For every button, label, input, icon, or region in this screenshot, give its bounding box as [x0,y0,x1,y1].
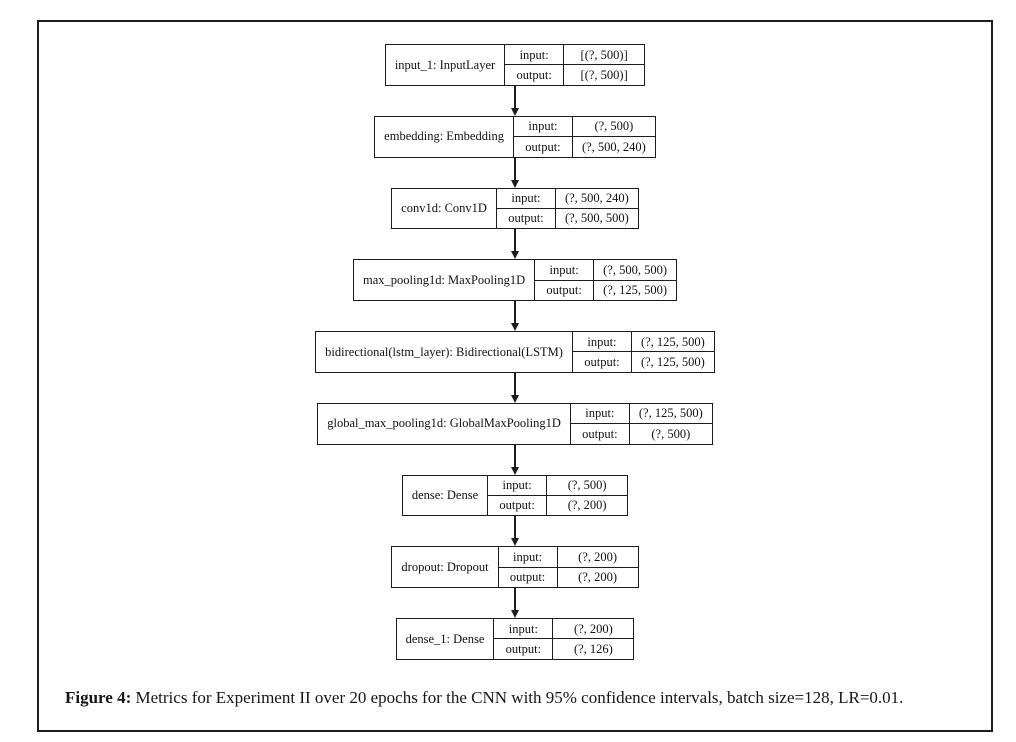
io-input-label: input: [571,403,630,424]
arrow-head-icon [511,394,519,403]
io-output-value: (?, 200) [557,566,638,587]
io-output-value: (?, 200) [547,494,628,515]
flow-arrow [511,301,519,331]
layer-io-table: input: (?, 500, 500) output: (?, 125, 50… [535,260,677,300]
io-input-label: input: [497,188,556,208]
arrow-head-icon [511,179,519,188]
io-output-label: output: [494,638,554,659]
io-input-value: (?, 200) [573,621,613,636]
io-output-label: output: [572,351,632,372]
layer-name: dense_1: Dense [397,619,495,659]
layer-io-table: input: (?, 500) output: (?, 200) [488,475,628,516]
io-input-value: (?, 125, 500) [638,406,703,421]
layer-io-table: input: [(?, 500)] output: [(?, 500)] [505,45,645,85]
io-output-label: output: [488,494,548,516]
io-output-label: output: [535,279,595,300]
layer-io-table: input: (?, 500, 240) output: (?, 500, 50… [496,188,638,229]
arrow-line [514,85,516,108]
layer-name: dropout: Dropout [392,547,499,587]
layer-node: input_1: InputLayer input: [(?, 500)] ou… [384,44,646,86]
io-input-value: (?, 500, 240) [564,191,629,205]
arrow-line [514,516,516,539]
layer-name: input_1: InputLayer [386,45,506,85]
figure-caption-label: Figure 4: [65,687,132,707]
flow-arrow [511,157,519,188]
io-output-value: (?, 500) [629,423,712,443]
io-input-value: (?, 200) [578,549,618,564]
flow-arrow [511,229,519,260]
layer-name: global_max_pooling1d: GlobalMaxPooling1D [318,403,571,444]
io-output-label: output: [498,566,558,587]
arrow-line [514,229,516,252]
layer-node: dense_1: Dense input: (?, 200) output: (… [395,618,635,660]
model-architecture-diagram: input_1: InputLayer input: [(?, 500)] ou… [39,22,991,660]
layer-io-table: input: (?, 125, 500) output: (?, 125, 50… [572,332,714,372]
arrow-line [514,444,516,467]
flow-arrow [511,516,519,547]
io-output-label: output: [496,207,556,229]
arrow-head-icon [511,251,519,260]
flow-arrow [511,588,519,618]
flow-arrow [511,85,519,116]
layer-node: conv1d: Conv1D input: (?, 500, 240) outp… [391,187,639,230]
arrow-line [514,588,516,610]
io-output-value: (?, 125, 500) [631,351,714,371]
layer-name: max_pooling1d: MaxPooling1D [354,260,536,300]
figure-caption: Figure 4: Metrics for Experiment II over… [65,686,957,710]
layer-node: max_pooling1d: MaxPooling1D input: (?, 5… [352,259,678,301]
io-input-value: [(?, 500)] [580,47,628,62]
layer-node: embedding: Embedding input: (?, 500) out… [374,115,656,158]
io-output-value: [(?, 500)] [564,64,645,84]
io-input-label: input: [514,116,573,137]
io-input-label: input: [535,260,595,280]
flow-arrow [511,372,519,403]
io-output-value: (?, 500, 240) [572,136,655,156]
flow-arrow [511,444,519,475]
io-output-value: (?, 125, 500) [594,279,677,300]
layer-io-table: input: (?, 125, 500) output: (?, 500) [570,403,712,444]
arrow-head-icon [511,323,519,331]
io-input-value: (?, 125, 500) [640,334,705,349]
arrow-head-icon [511,538,519,547]
layer-io-table: input: (?, 200) output: (?, 126) [494,619,634,659]
arrow-line [514,301,516,323]
io-output-value: (?, 500, 500) [555,207,638,228]
io-input-label: input: [499,547,558,567]
io-input-value: (?, 500) [567,478,607,492]
arrow-head-icon [511,107,519,116]
io-input-value: (?, 500, 500) [603,262,668,277]
io-input-label: input: [573,332,632,352]
io-input-value: (?, 500) [594,119,634,134]
arrow-line [514,157,516,180]
figure-caption-text: Metrics for Experiment II over 20 epochs… [131,687,904,707]
io-input-label: input: [505,45,565,65]
figure-frame: input_1: InputLayer input: [(?, 500)] ou… [37,20,993,732]
layer-io-table: input: (?, 500) output: (?, 500, 240) [513,116,655,157]
layer-name: dense: Dense [403,475,489,516]
layer-node: dropout: Dropout input: (?, 200) output:… [391,546,639,588]
io-input-label: input: [494,619,554,639]
io-output-value: (?, 126) [553,638,634,658]
io-output-label: output: [505,64,565,85]
layer-name: conv1d: Conv1D [392,188,497,229]
layer-name: bidirectional(lstm_layer): Bidirectional… [316,332,573,372]
layer-name: embedding: Embedding [375,116,514,157]
layer-node: bidirectional(lstm_layer): Bidirectional… [315,331,715,373]
arrow-head-icon [511,610,519,618]
arrow-line [514,372,516,395]
layer-io-table: input: (?, 200) output: (?, 200) [498,547,638,587]
io-input-label: input: [488,475,548,495]
io-output-label: output: [513,136,573,157]
layer-node: dense: Dense input: (?, 500) output: (?,… [401,474,629,517]
arrow-head-icon [511,466,519,475]
layer-node: global_max_pooling1d: GlobalMaxPooling1D… [317,402,713,445]
io-output-label: output: [570,423,630,444]
